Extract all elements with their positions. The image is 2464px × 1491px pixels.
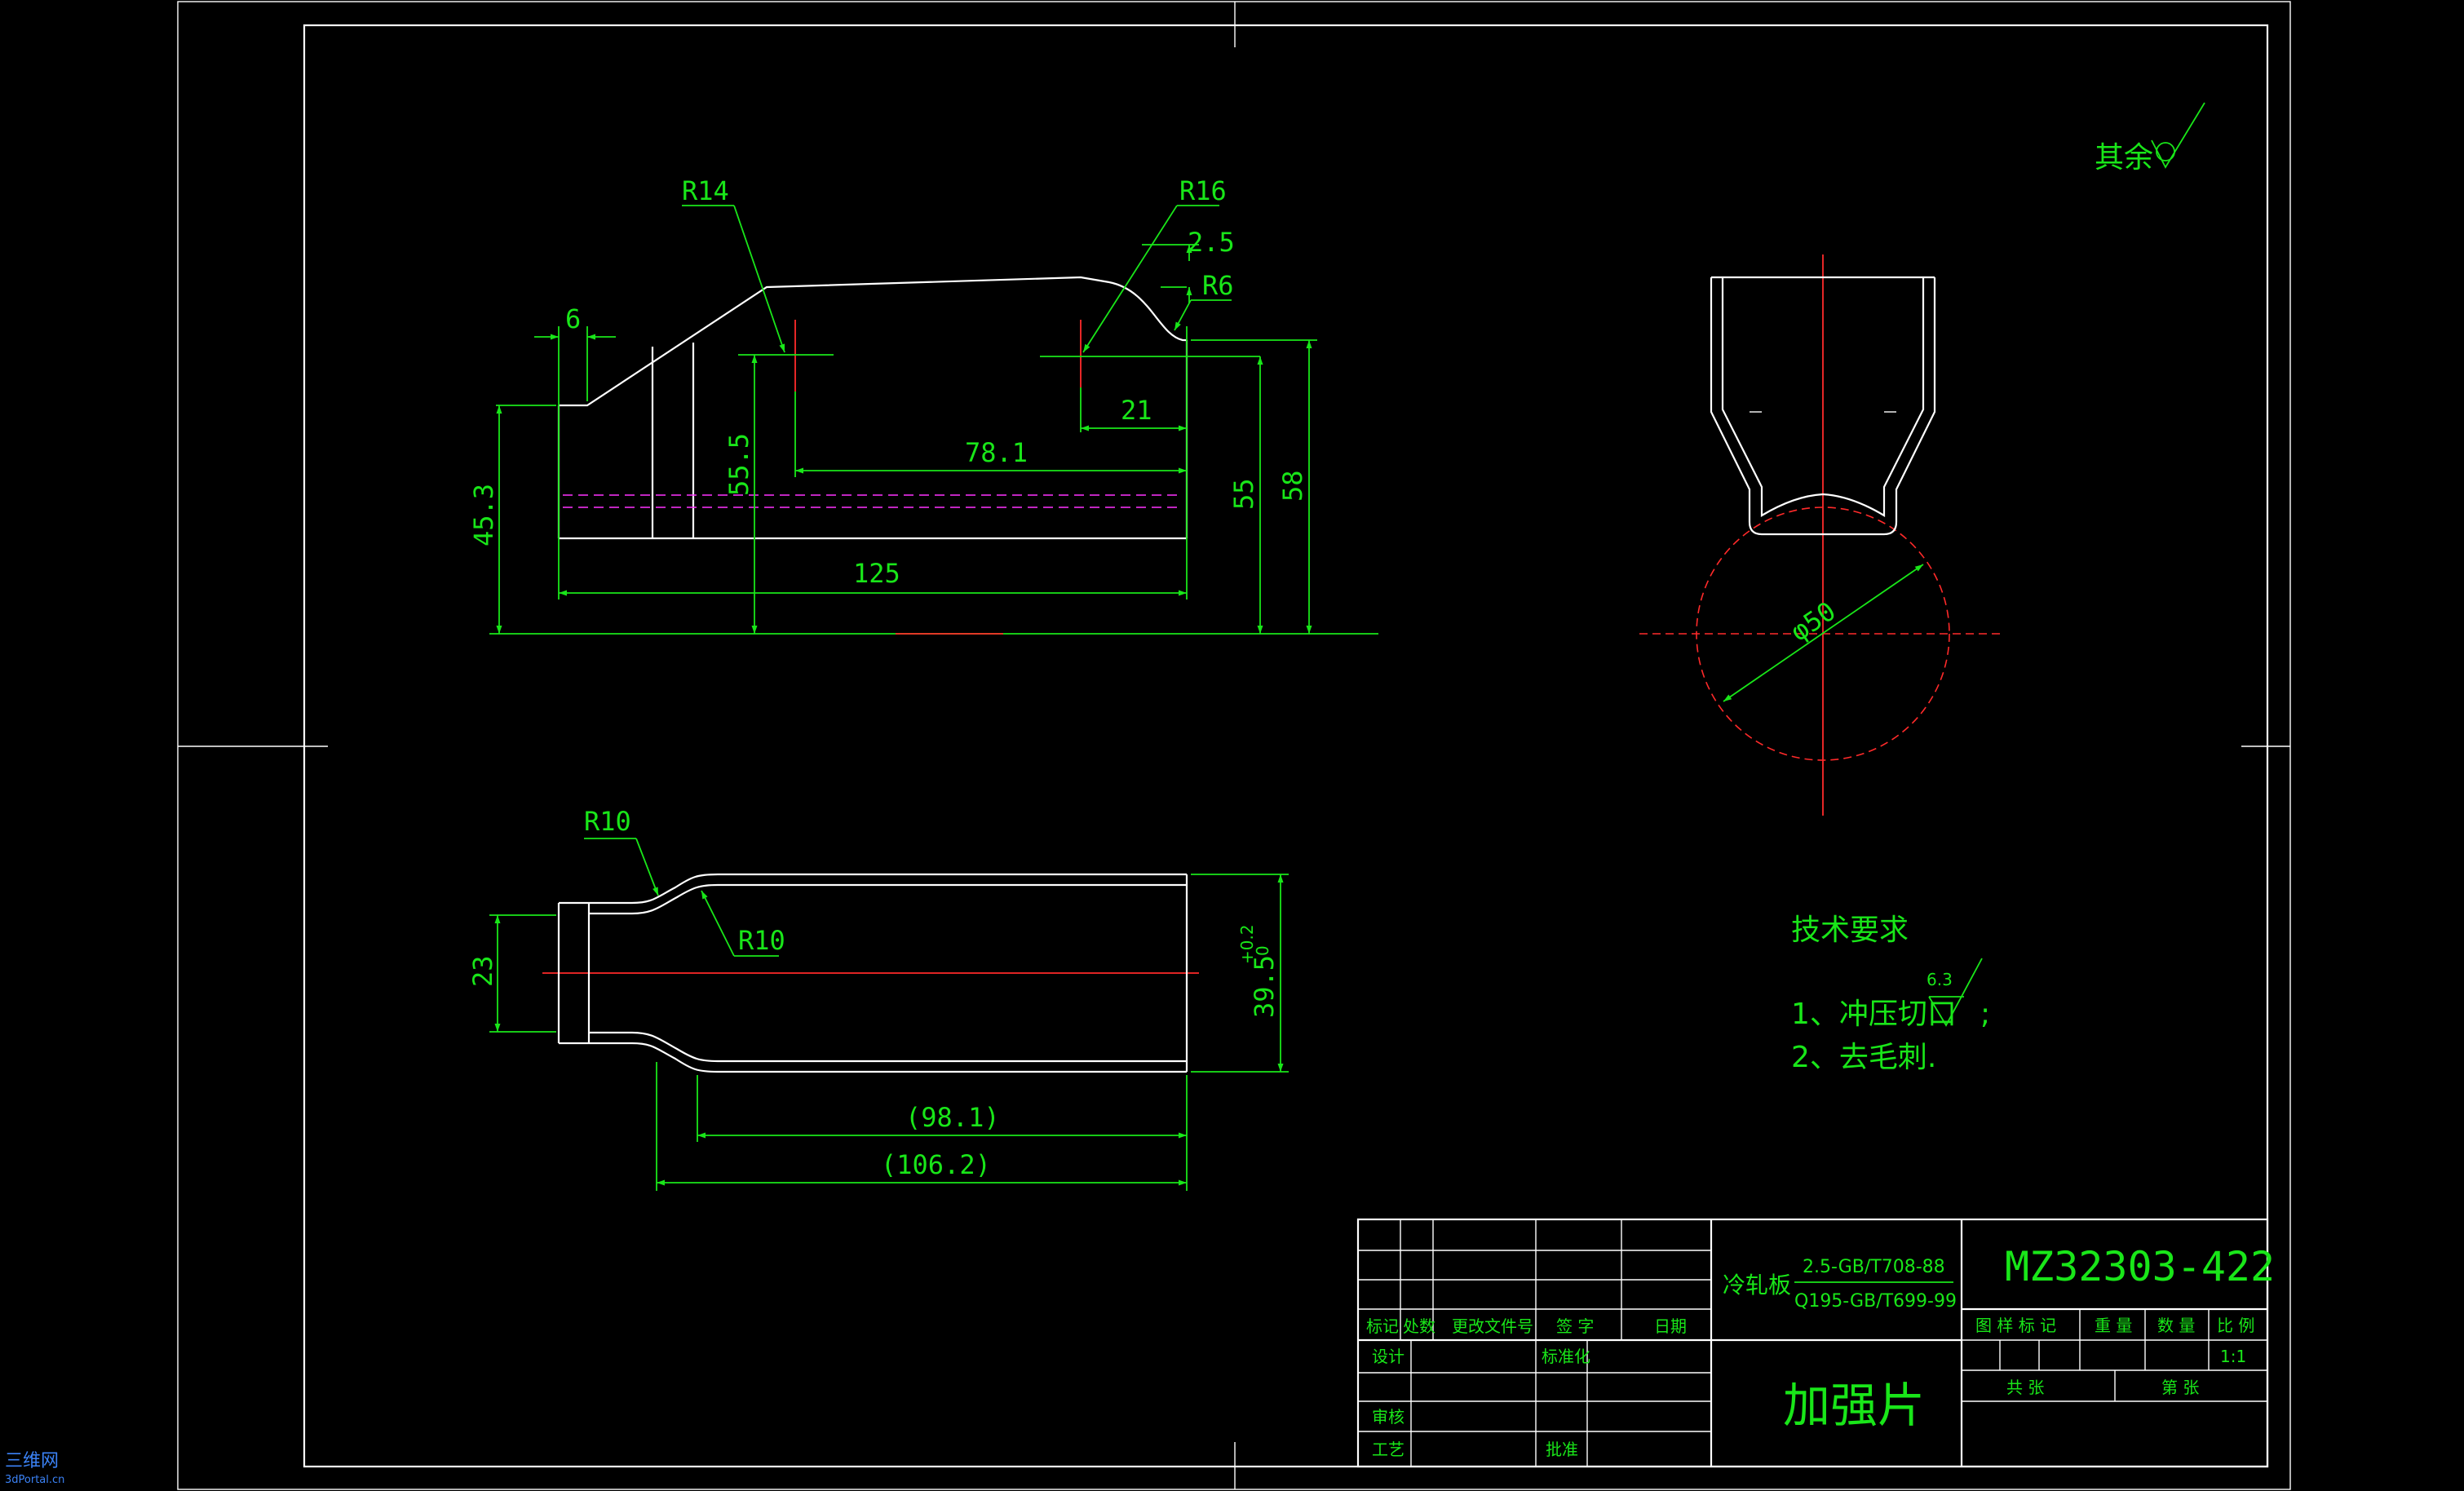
tol-upper: +0.2 xyxy=(1237,924,1257,964)
dim-r10-b: R10 xyxy=(738,925,785,956)
side-view xyxy=(557,276,1188,540)
tb-approve: 批准 xyxy=(1546,1440,1578,1459)
part-name: 加强片 xyxy=(1783,1378,1925,1433)
tb-total-sheets: 共 张 xyxy=(2006,1378,2044,1397)
dim-r10-a: R10 xyxy=(584,806,631,837)
tb-mark: 标记 xyxy=(1366,1316,1399,1336)
tb-scale: 1:1 xyxy=(2220,1347,2246,1366)
dim-125: 125 xyxy=(853,558,900,589)
drawing-frame xyxy=(177,1,2291,1490)
material-name: 冷轧板 xyxy=(1723,1272,1791,1299)
tb-doc-no: 更改文件号 xyxy=(1452,1316,1533,1336)
watermark-line-2: 3dPortal.cn xyxy=(5,1474,64,1486)
tb-date: 日期 xyxy=(1654,1316,1687,1336)
title-block: 标记 处数 更改文件号 签 字 日期 设计 标准化 审核 工艺 批准 冷轧板 2… xyxy=(1356,1218,2275,1468)
tb-scale-label: 比 例 xyxy=(2217,1316,2254,1335)
material-bottom: Q195-GB/T699-99 xyxy=(1794,1291,1957,1312)
dim-78-1: 78.1 xyxy=(965,437,1028,468)
dim-55-5: 55.5 xyxy=(723,433,754,496)
dim-phi-50: φ50 xyxy=(1785,595,1841,648)
drawing-number: MZ32303-422 xyxy=(2005,1243,2275,1290)
tech-heading: 技术要求 xyxy=(1791,914,1909,947)
dim-45-3: 45.3 xyxy=(468,484,499,546)
dim-58: 58 xyxy=(1277,470,1308,502)
dim-r16: R16 xyxy=(1179,175,1227,206)
dim-2-5: 2.5 xyxy=(1188,227,1235,258)
tech-roughness: 6.3 xyxy=(1927,970,1953,989)
tb-weight: 重 量 xyxy=(2095,1316,2132,1335)
tb-count: 处数 xyxy=(1403,1316,1435,1336)
side-view-dimensions: 6 45.3 55.5 78.1 21 125 55 58 2.5 R14 xyxy=(468,175,1378,635)
dim-6: 6 xyxy=(565,303,581,334)
tb-stage: 图 样 标 记 xyxy=(1975,1316,2056,1335)
front-view xyxy=(896,254,2005,816)
technical-requirements: 技术要求 1、冲压切口 6.3 ; 2、去毛刺. xyxy=(1791,914,1990,1074)
top-view-dimensions: 23 39.5 +0.2 0 (98.1) (106.2) R10 R10 xyxy=(467,806,1289,1191)
tb-sign: 签 字 xyxy=(1556,1316,1594,1336)
tb-process: 工艺 xyxy=(1372,1440,1405,1459)
top-view xyxy=(542,873,1199,1073)
dim-55: 55 xyxy=(1228,478,1259,510)
tb-quantity: 数 量 xyxy=(2157,1316,2195,1335)
surface-label: 其余 xyxy=(2095,141,2153,175)
tech-item-2: 2、去毛刺. xyxy=(1791,1041,1936,1074)
dim-39-5: 39.5 xyxy=(1249,955,1280,1018)
tech-item-1-end: ; xyxy=(1980,998,1990,1031)
tb-standard: 标准化 xyxy=(1542,1347,1590,1366)
dim-106-2: (106.2) xyxy=(881,1149,991,1180)
tol-lower: 0 xyxy=(1253,945,1272,956)
watermark-line-1: 三维网 xyxy=(5,1451,59,1471)
dim-23: 23 xyxy=(467,955,498,987)
dim-r14: R14 xyxy=(682,175,729,206)
surface-finish-note: 其余 xyxy=(2095,102,2205,175)
dim-r6: R6 xyxy=(1202,270,1234,301)
dim-21: 21 xyxy=(1121,395,1152,426)
tb-design: 设计 xyxy=(1372,1347,1405,1366)
tb-review: 审核 xyxy=(1372,1407,1405,1427)
dim-98-1: (98.1) xyxy=(905,1102,1000,1133)
tb-sheet-no: 第 张 xyxy=(2161,1378,2199,1397)
tech-item-1: 1、冲压切口 xyxy=(1791,998,1957,1031)
material-top: 2.5-GB/T708-88 xyxy=(1803,1257,1945,1277)
watermark-logo: 三维网 3dPortal.cn xyxy=(5,1451,64,1486)
